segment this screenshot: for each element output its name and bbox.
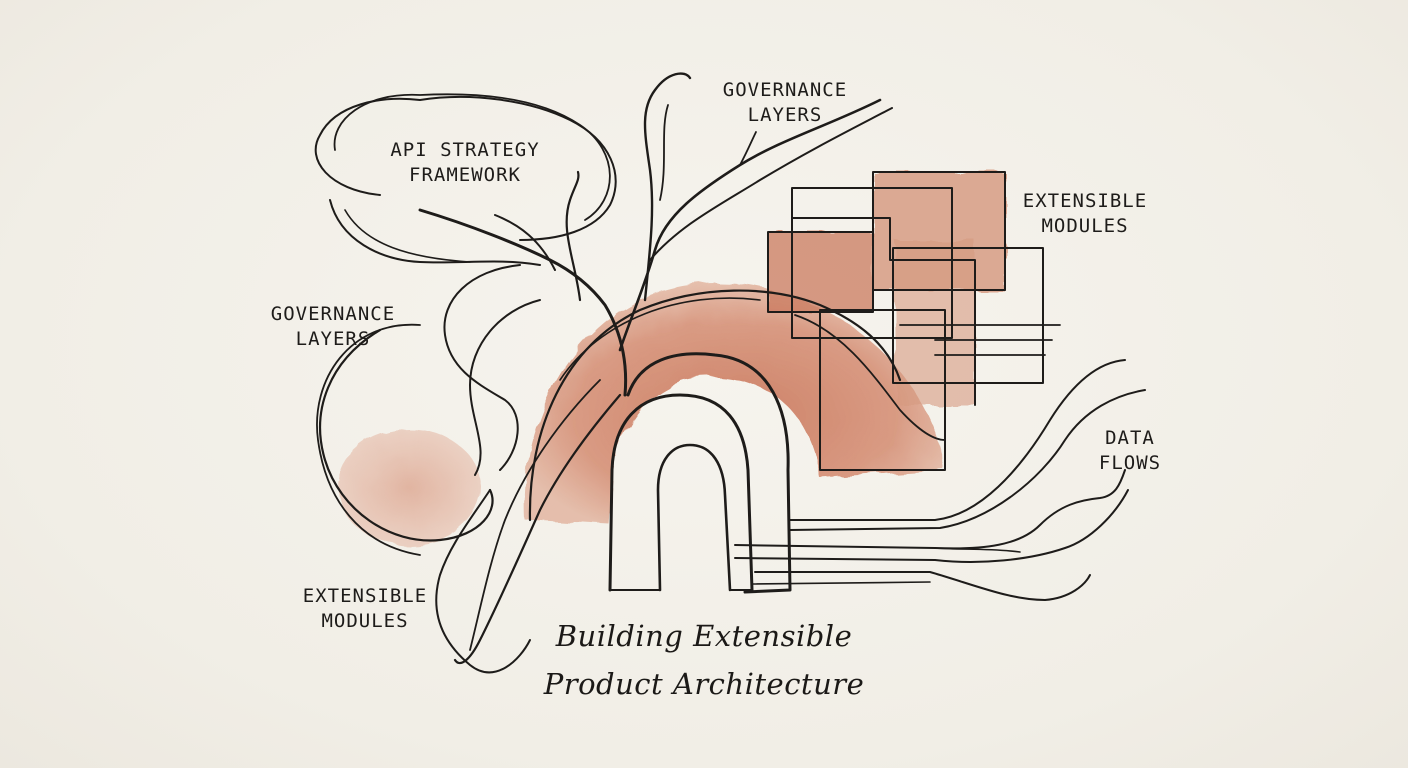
inner-arch-inner	[656, 443, 732, 592]
data-flow-7	[934, 547, 1021, 553]
module-rect-4	[892, 247, 1044, 384]
extensible-left-line-2: MODULES	[321, 610, 409, 632]
arch-wash	[524, 282, 945, 525]
cloud-outline-2	[333, 93, 611, 221]
extensible-right-label: EXTENSIBLE MODULES	[1010, 189, 1160, 239]
data-flows-label: DATA FLOWS	[1080, 426, 1180, 476]
trunk-branch-up-2	[659, 104, 669, 201]
cloud-tail-2	[344, 209, 471, 263]
governance-left-line-2: LAYERS	[295, 328, 371, 350]
data-flows-line-2: FLOWS	[1098, 452, 1162, 474]
governance-left-line-1: GOVERNANCE	[270, 303, 396, 325]
extensible-left-line-1: EXTENSIBLE	[302, 585, 428, 607]
left-s-curve	[435, 489, 531, 674]
module-wash-1	[768, 232, 873, 312]
big-arch-outline	[528, 289, 902, 522]
left-loop-outer	[316, 323, 421, 556]
trunk-branch-up	[643, 72, 692, 302]
data-flow-1	[789, 359, 1126, 521]
title-line-1: Building Extensible	[555, 619, 853, 653]
data-flows-line-1: DATA	[1105, 427, 1155, 449]
left-loop-2	[469, 299, 541, 476]
data-flow-6	[751, 581, 931, 585]
left-loop-big	[319, 328, 494, 542]
module-wash-3	[895, 240, 975, 405]
outer-arch	[626, 352, 792, 594]
left-sweep-down	[453, 393, 622, 665]
trunk-branch-small	[739, 131, 757, 166]
diagram-title: Building Extensible Product Architecture	[524, 612, 884, 708]
title-line-2: Product Architecture	[543, 667, 865, 701]
data-flow-5	[754, 571, 1091, 601]
left-loop-1	[443, 264, 521, 471]
data-flow-4	[734, 489, 1129, 563]
data-flow-3	[734, 469, 1126, 550]
left-sweep-down-2	[469, 379, 601, 651]
data-flow-2	[789, 389, 1146, 531]
big-arch-outline-2	[559, 297, 761, 381]
api-strategy-line-1: API STRATEGY	[390, 139, 540, 161]
trunk-branch-mid	[565, 170, 582, 302]
governance-top-label: GOVERNANCE LAYERS	[705, 78, 865, 128]
trunk-branch-left	[494, 214, 556, 271]
module-lines	[899, 324, 1061, 356]
extensible-right-line-1: EXTENSIBLE	[1022, 190, 1148, 212]
governance-top-line-1: GOVERNANCE	[722, 79, 848, 101]
left-blob-wash	[338, 430, 482, 546]
trunk-branch-right-2	[649, 107, 893, 261]
api-strategy-line-2: FRAMEWORK	[409, 164, 521, 186]
api-strategy-label: API STRATEGY FRAMEWORK	[380, 138, 550, 188]
governance-left-label: GOVERNANCE LAYERS	[248, 302, 418, 352]
module-sweep	[794, 314, 946, 441]
extensible-right-line-2: MODULES	[1041, 215, 1129, 237]
watercolor-washes	[338, 172, 1005, 546]
cloud-outline	[314, 95, 617, 241]
governance-top-line-2: LAYERS	[747, 104, 823, 126]
module-rect-5	[819, 309, 946, 471]
trunk-branch-right	[618, 98, 882, 352]
module-rect-6	[792, 217, 976, 406]
cloud-tail	[329, 199, 541, 266]
ink-lines	[314, 72, 1146, 674]
inner-arch	[608, 393, 754, 592]
extensible-left-label: EXTENSIBLE MODULES	[290, 584, 440, 634]
